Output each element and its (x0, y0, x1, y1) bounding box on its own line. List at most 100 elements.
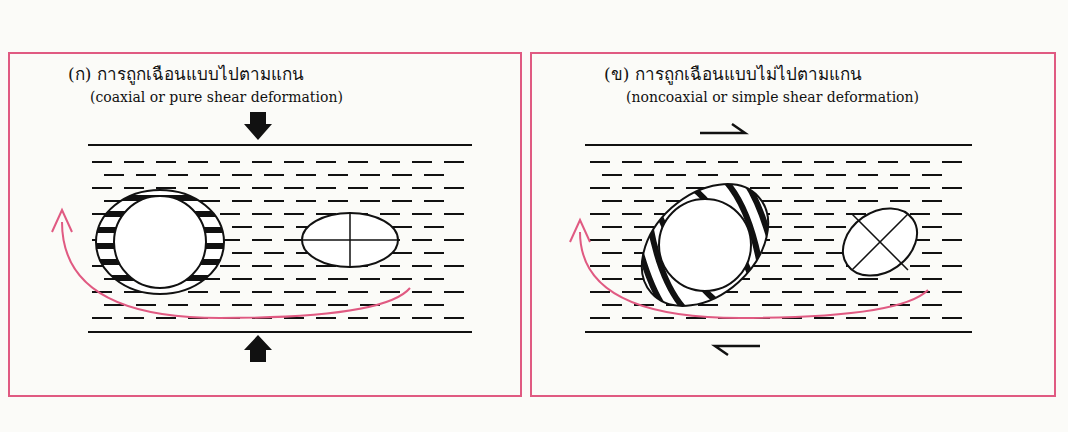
foliation-dash (942, 265, 962, 267)
foliation-dash (264, 200, 284, 202)
annotation-arrow (62, 222, 410, 318)
foliation-dash (92, 291, 112, 293)
foliation-dash (252, 239, 272, 241)
foliation-dash (264, 304, 284, 306)
foliation-dash (392, 174, 412, 176)
foliation-dash (92, 187, 112, 189)
foliation-dash (794, 200, 814, 202)
foliation-dash (782, 187, 802, 189)
foliation-dash (634, 200, 654, 202)
foliation-dash (622, 213, 642, 215)
foliation-dash (392, 252, 412, 254)
foliation-dash (232, 304, 252, 306)
foliation-dash (654, 317, 674, 319)
foliation-dash (316, 291, 336, 293)
foliation-dash (284, 291, 304, 293)
porphyroclast (114, 196, 206, 288)
foliation-dash (156, 187, 176, 189)
foliation-dash (590, 239, 610, 241)
foliation-dashes (92, 162, 962, 318)
foliation-dash (782, 265, 802, 267)
foliation-dash (104, 174, 124, 176)
foliation-dash (444, 239, 464, 241)
foliation-dash (654, 187, 674, 189)
foliation-dash (444, 265, 464, 267)
foliation-dash (846, 161, 866, 163)
foliation-dash (424, 304, 444, 306)
foliation-dash (890, 200, 910, 202)
ellipse-axis (349, 213, 351, 267)
foliation-dash (328, 200, 348, 202)
foliation-dash (942, 213, 962, 215)
foliation-dash (220, 291, 240, 293)
foliation-dash (232, 252, 252, 254)
foliation-dash (846, 291, 866, 293)
foliation-dash (922, 304, 942, 306)
foliation-dash (264, 252, 284, 254)
foliation-dash (252, 265, 272, 267)
foliation-dash (814, 161, 834, 163)
foliation-dash (750, 187, 770, 189)
panel-heading: (ก) การถูกเฉือนแบบไปตามแกน (68, 60, 304, 87)
foliation-dash (136, 304, 156, 306)
foliation-dash (424, 278, 444, 280)
foliation-dash (942, 291, 962, 293)
foliation-dash (794, 304, 814, 306)
foliation-dash (380, 213, 400, 215)
foliation-dash (232, 226, 252, 228)
foliation-dash (602, 174, 622, 176)
annotation-arrow (580, 232, 928, 318)
foliation-dash (910, 317, 930, 319)
foliation-dash (124, 187, 144, 189)
foliation-dash (264, 174, 284, 176)
panel-frame: (ข) การถูกเฉือนแบบไม่ไปตามแกน(noncoaxial… (530, 52, 1056, 397)
foliation-dash (890, 174, 910, 176)
foliation-dash (380, 187, 400, 189)
foliation-dash (380, 161, 400, 163)
foliation-dash (730, 304, 750, 306)
foliation-dash (814, 317, 834, 319)
foliation-dash (284, 161, 304, 163)
foliation-dash (252, 187, 272, 189)
foliation-dash (264, 278, 284, 280)
foliation-dash (782, 239, 802, 241)
foliation-dash (92, 161, 112, 163)
foliation-dash (794, 278, 814, 280)
foliation-dash (380, 317, 400, 319)
foliation-dash (730, 174, 750, 176)
compression-arrow (244, 335, 272, 362)
foliation-dash (602, 200, 622, 202)
foliation-dash (602, 226, 622, 228)
foliation-dash (622, 187, 642, 189)
foliation-dash (750, 291, 770, 293)
foliation-dash (782, 291, 802, 293)
foliation-dash (316, 161, 336, 163)
foliation-dash (846, 187, 866, 189)
foliation-dash (826, 200, 846, 202)
foliation-dash (348, 187, 368, 189)
foliation-dash (252, 291, 272, 293)
ellipse-axis (852, 214, 908, 270)
foliation-dash (826, 278, 846, 280)
foliation-dash (814, 187, 834, 189)
foliation-dash (622, 239, 642, 241)
foliation-dash (232, 200, 252, 202)
foliation-dash (942, 239, 962, 241)
foliation-dash (814, 291, 834, 293)
foliation-dash (846, 317, 866, 319)
strain-ellipse (302, 213, 398, 267)
foliation-dash (156, 161, 176, 163)
foliation-dash (942, 187, 962, 189)
foliation-dash (846, 213, 866, 215)
foliation-dash (782, 161, 802, 163)
foliation-dash (444, 161, 464, 163)
foliation-dash (360, 278, 380, 280)
foliation-dash (890, 278, 910, 280)
foliation-dash (232, 278, 252, 280)
strain-shadow (618, 160, 792, 331)
boundary-line (88, 331, 472, 333)
foliation-dash (826, 174, 846, 176)
foliation-dash (392, 278, 412, 280)
foliation-dash (296, 200, 316, 202)
foliation-dash (444, 213, 464, 215)
